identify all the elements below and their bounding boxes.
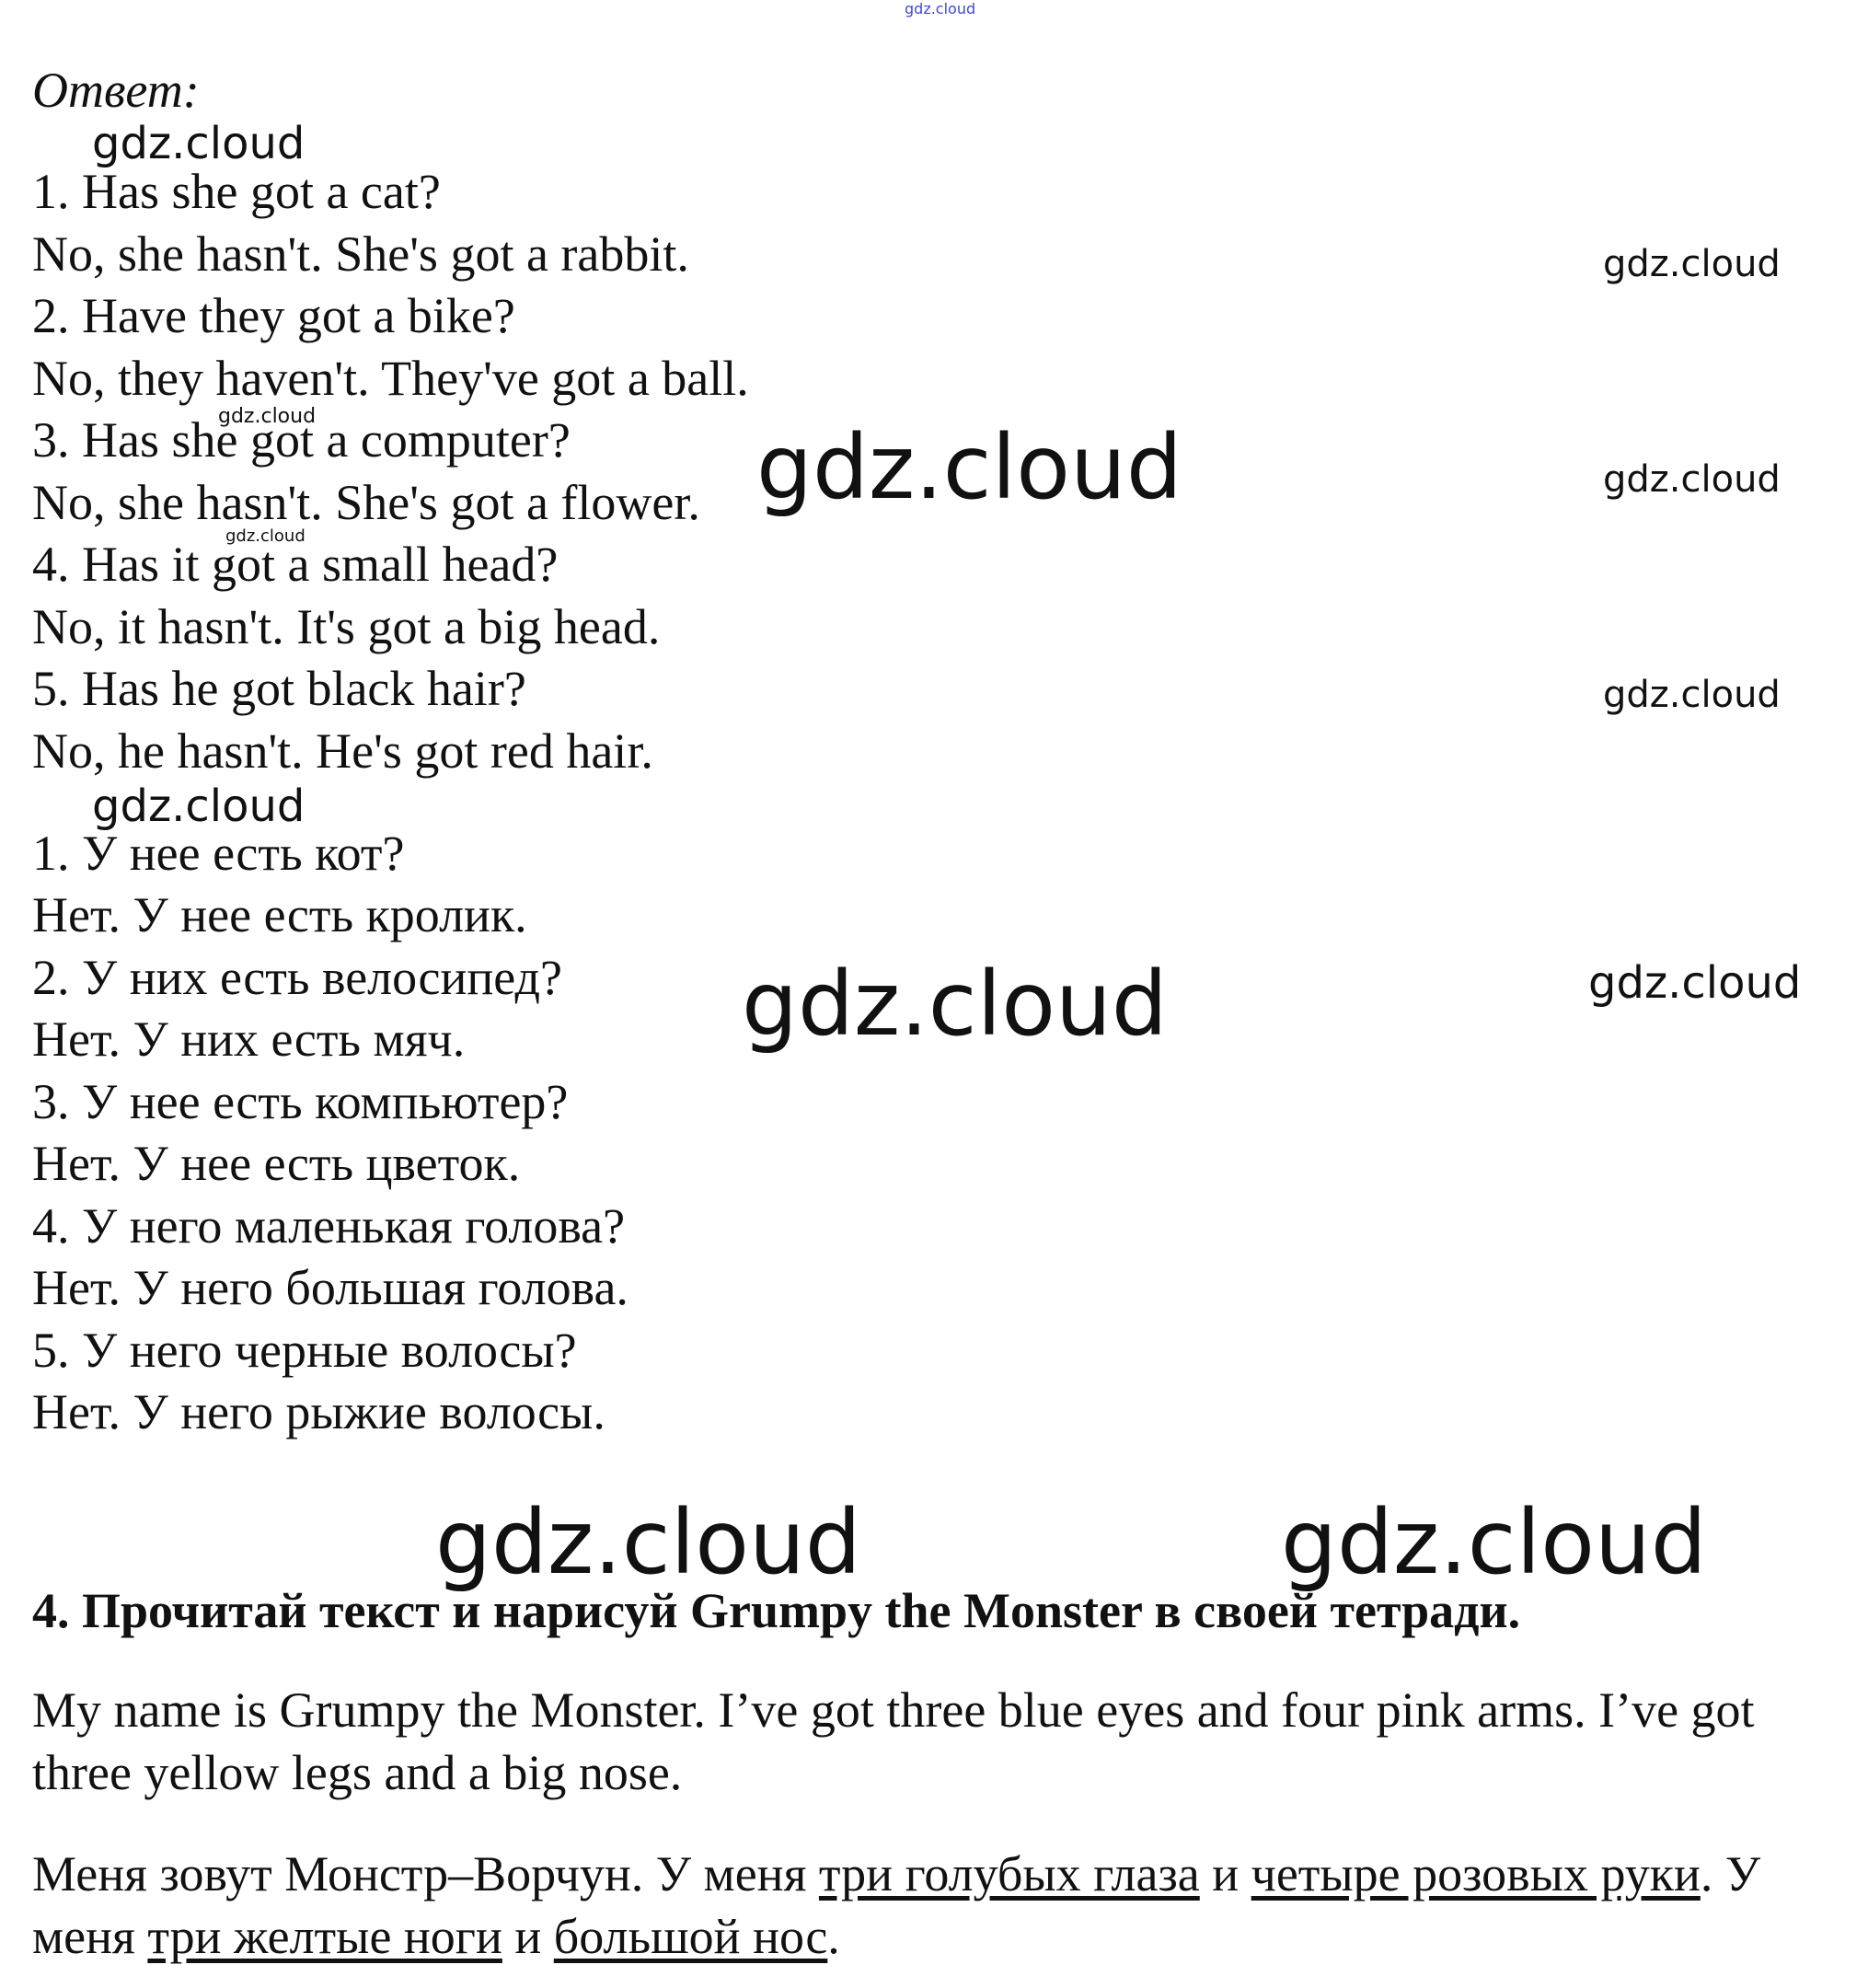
- watermark-top: gdz.cloud: [905, 0, 976, 17]
- underlined-phrase: три желтые ноги: [147, 1909, 502, 1964]
- text-segment: и: [502, 1909, 554, 1964]
- watermark: gdz.cloud: [1588, 957, 1802, 1009]
- russian-line: 4. У него маленькая голова?: [32, 1198, 626, 1254]
- answer-label: Ответ:: [32, 63, 200, 118]
- task-title: 4. Прочитай текст и нарисуй Grumpy the M…: [32, 1583, 1521, 1638]
- text-segment: . У меня: [32, 1846, 1761, 1964]
- russian-line: Нет. У нее есть цветок.: [32, 1136, 521, 1191]
- watermark: gdz.cloud: [1603, 674, 1781, 716]
- english-line: 4. Has it got a small head?: [32, 537, 559, 592]
- watermark: gdz.cloud: [742, 953, 1168, 1056]
- english-line: 5. Has he got black hair?: [32, 661, 526, 716]
- english-line: No, they haven't. They've got a ball.: [32, 351, 749, 406]
- underlined-phrase: большой нос: [553, 1909, 828, 1964]
- english-line: No, she hasn't. She's got a rabbit.: [32, 226, 689, 282]
- russian-line: 1. У нее есть кот?: [32, 826, 405, 881]
- text-segment: и: [1199, 1846, 1251, 1901]
- english-paragraph: My name is Grumpy the Monster. I’ve got …: [32, 1682, 1755, 1800]
- russian-line: 5. У него черные волосы?: [32, 1323, 577, 1378]
- russian-line: 2. У них есть велосипед?: [32, 950, 562, 1005]
- text-segment: Меня зовут Монстр–Ворчун. У меня: [32, 1846, 819, 1901]
- underlined-phrase: четыре розовых руки: [1251, 1846, 1701, 1901]
- russian-line: 3. У нее есть компьютер?: [32, 1074, 569, 1129]
- english-line: No, she hasn't. She's got a flower.: [32, 475, 700, 530]
- english-line: 1. Has she got a cat?: [32, 164, 441, 219]
- watermark: gdz.cloud: [756, 416, 1182, 519]
- english-line: 2. Have they got a bike?: [32, 288, 515, 343]
- watermark: gdz.cloud: [1603, 458, 1781, 501]
- underlined-phrase: три голубых глаза: [818, 1846, 1200, 1901]
- russian-line: Нет. У них есть мяч.: [32, 1011, 466, 1067]
- russian-line: Нет. У него рыжие волосы.: [32, 1384, 605, 1439]
- text-segment: .: [827, 1909, 840, 1964]
- watermark: gdz.cloud: [1603, 243, 1781, 285]
- english-line: No, it hasn't. It's got a big head.: [32, 599, 661, 654]
- watermark: gdz.cloud: [435, 1491, 861, 1594]
- watermark: gdz.cloud: [1281, 1491, 1707, 1594]
- russian-line: Нет. У нее есть кролик.: [32, 887, 527, 942]
- english-line: No, he hasn't. He's got red hair.: [32, 723, 653, 779]
- russian-paragraph: Меня зовут Монстр–Ворчун. У меня три гол…: [32, 1843, 1836, 1968]
- russian-line: Нет. У него большая голова.: [32, 1260, 628, 1315]
- english-line: 3. Has she got a computer?: [32, 412, 571, 468]
